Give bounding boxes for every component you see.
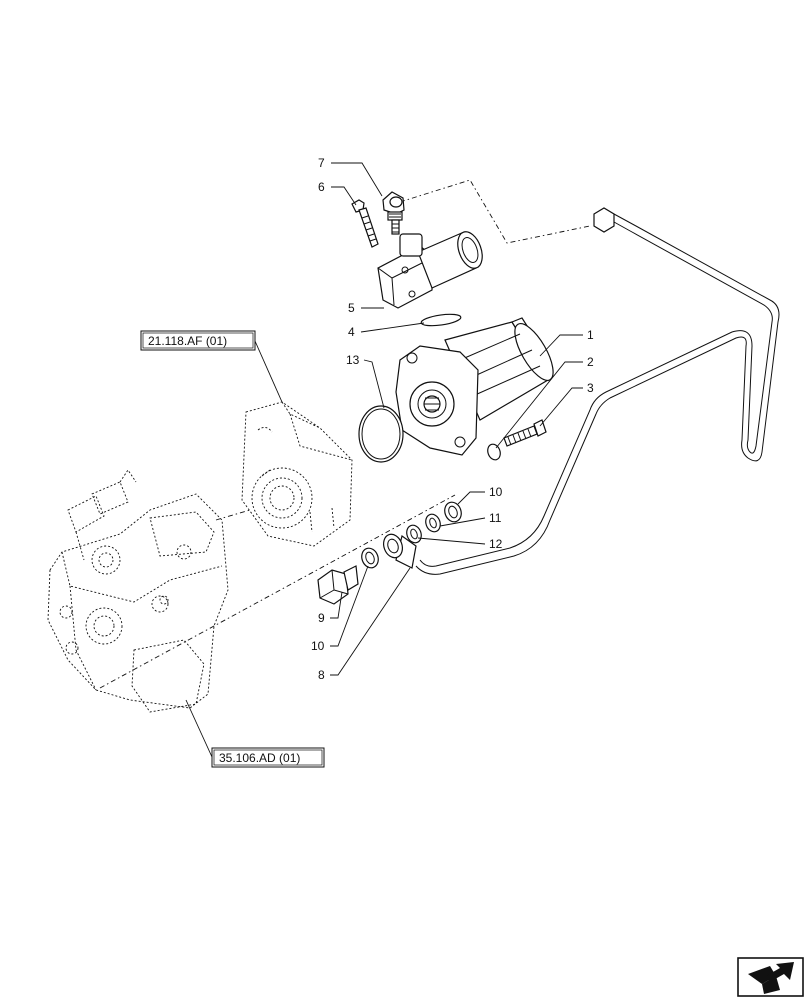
plug-part [317, 565, 359, 605]
callout-4: 4 [348, 325, 355, 339]
alignment-lines [99, 179, 591, 689]
hydraulic-pipe-part [395, 207, 780, 575]
seal-rings-part [361, 501, 462, 569]
manifold-block-part [377, 231, 483, 309]
transmission-assembly-ghost [47, 469, 229, 713]
callout-9: 9 [318, 611, 325, 625]
elbow-fitting-part [382, 191, 405, 235]
housing-alignment-line [215, 509, 251, 521]
next-page-arrow-icon[interactable] [737, 957, 804, 997]
reference-label-lower[interactable]: 35.106.AD (01) [219, 751, 300, 765]
callout-11: 11 [489, 511, 502, 525]
callout-12: 12 [489, 537, 503, 551]
callout-7: 7 [318, 156, 325, 170]
callout-2: 2 [587, 355, 594, 369]
gear-housing-ghost [241, 401, 353, 547]
callout-10-lower: 10 [311, 639, 325, 653]
screw-part [351, 199, 379, 248]
callout-10-upper: 10 [489, 485, 503, 499]
reference-box-lower[interactable]: 35.106.AD (01) [211, 747, 325, 768]
o-ring-small-part [420, 313, 462, 327]
callout-6: 6 [318, 180, 325, 194]
callout-13: 13 [346, 353, 360, 367]
callout-leaders [185, 162, 583, 758]
reference-box-upper[interactable]: 21.118.AF (01) [140, 330, 256, 351]
o-ring-large-inner [361, 408, 401, 460]
callout-1: 1 [587, 328, 594, 342]
callout-8: 8 [318, 668, 325, 682]
callout-5: 5 [348, 301, 355, 315]
reference-label-upper[interactable]: 21.118.AF (01) [148, 334, 227, 348]
callout-3: 3 [587, 381, 594, 395]
washer-bolt-part [487, 419, 547, 461]
callout-labels: 7 6 5 4 13 1 2 3 10 11 12 9 10 8 [311, 156, 594, 682]
o-ring-large-part [358, 405, 404, 463]
hydraulic-pump-part [395, 317, 554, 456]
